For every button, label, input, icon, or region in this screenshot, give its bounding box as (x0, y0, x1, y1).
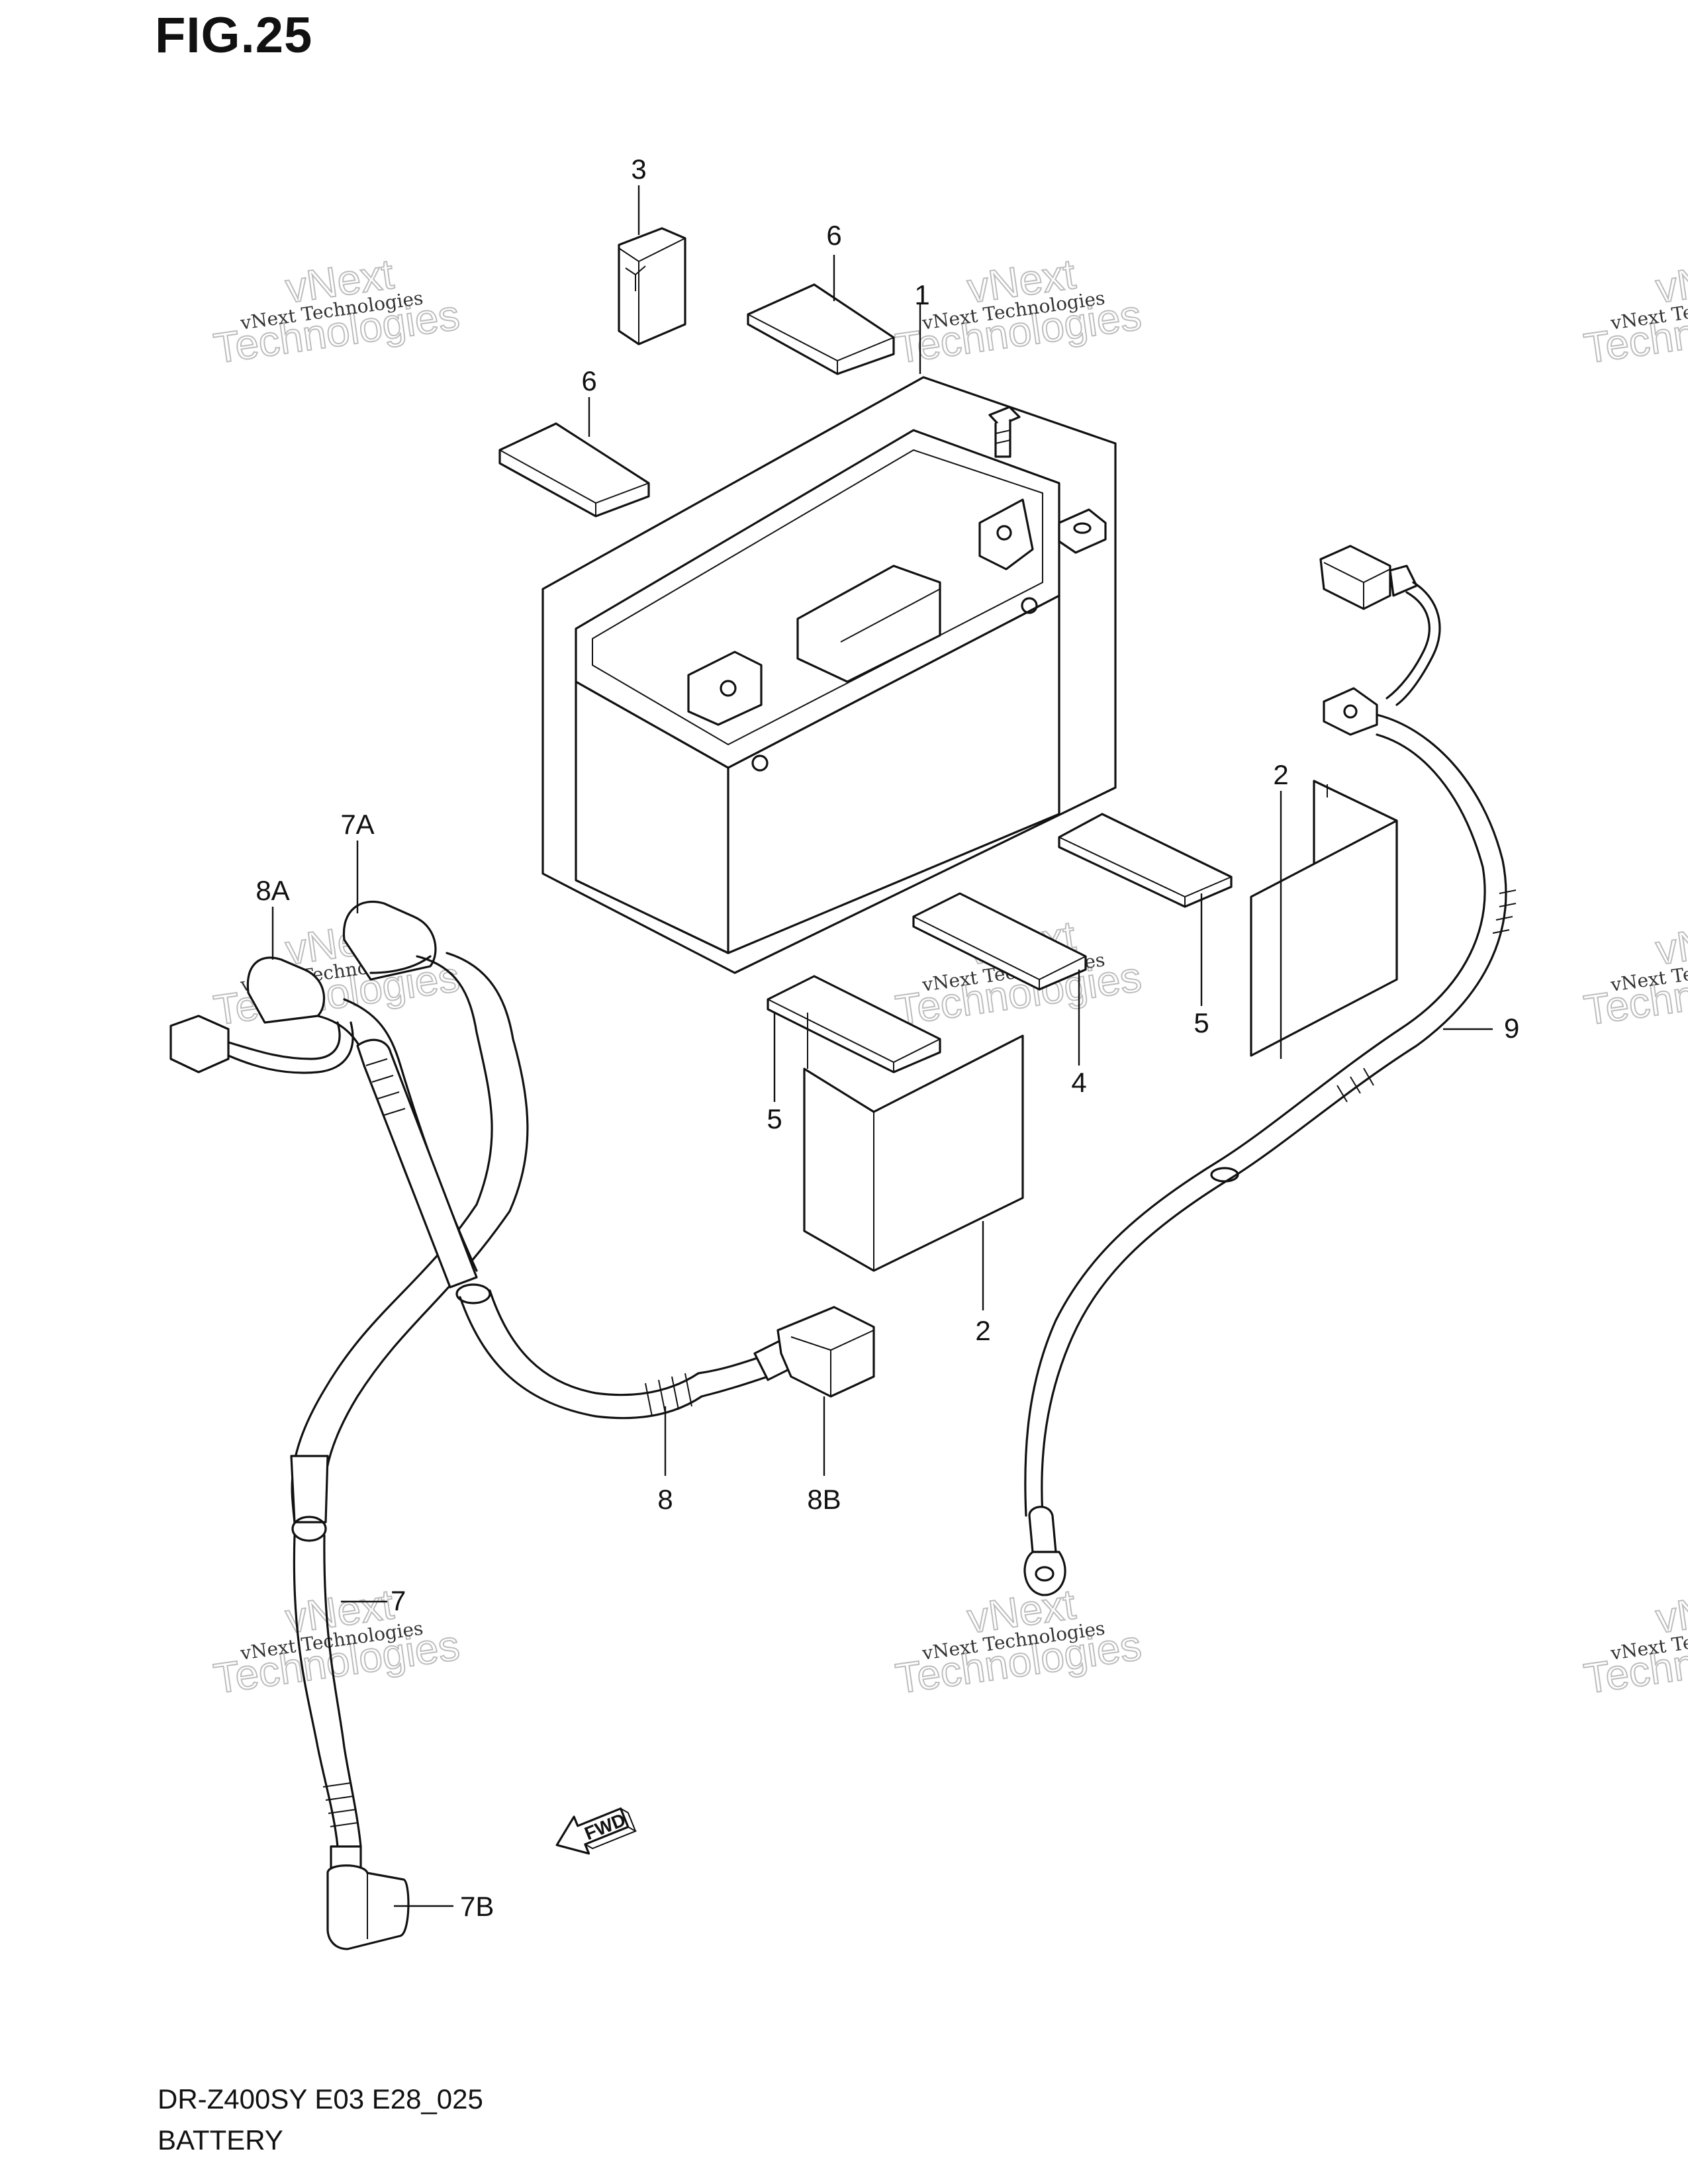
callout-3: 3 (631, 154, 646, 185)
terminal-nut (1058, 508, 1107, 554)
part-5-pad-left (767, 975, 941, 1073)
terminal-bolt (988, 406, 1021, 458)
callout-9: 9 (1504, 1013, 1519, 1044)
callout-7: 7 (391, 1585, 406, 1616)
callout-2-lower: 2 (975, 1315, 990, 1346)
callout-6-lower: 6 (581, 365, 596, 396)
callout-7A: 7A (340, 809, 374, 840)
callout-2-right: 2 (1273, 759, 1288, 790)
fwd-direction-arrow: FWD (555, 1807, 637, 1855)
callout-8: 8 (657, 1484, 673, 1515)
callout-4: 4 (1071, 1067, 1086, 1098)
cable-9 (1023, 545, 1517, 1596)
part-5-pad-right (1058, 813, 1233, 908)
part-2-bracket-right (1250, 780, 1398, 1057)
callout-7B: 7B (460, 1891, 494, 1922)
part-2-bracket-lower (803, 1013, 1024, 1272)
callout-8B: 8B (807, 1484, 841, 1515)
battery (541, 376, 1117, 974)
callout-1: 1 (914, 279, 929, 310)
figure-title: FIG.25 (155, 7, 313, 64)
callout-8A: 8A (256, 875, 289, 906)
part-6-pad-lower (498, 422, 650, 518)
leader-lines (271, 185, 1493, 1907)
figure-name: BATTERY (158, 2124, 283, 2156)
part-3-block (618, 227, 686, 345)
part-4-pad (912, 892, 1087, 991)
cable-8 (169, 956, 875, 1420)
callout-labels: 3 6 1 6 7A 8A 2 5 9 4 5 2 8 8B 7 7B (256, 154, 1519, 1922)
part-6-pad-upper (747, 283, 895, 375)
callout-5-left: 5 (767, 1103, 782, 1134)
figure-model-code: DR-Z400SY E03 E28_025 (158, 2083, 483, 2115)
cable-7 (290, 900, 529, 1950)
callout-6-upper: 6 (826, 220, 841, 251)
callout-5-right: 5 (1194, 1007, 1209, 1038)
